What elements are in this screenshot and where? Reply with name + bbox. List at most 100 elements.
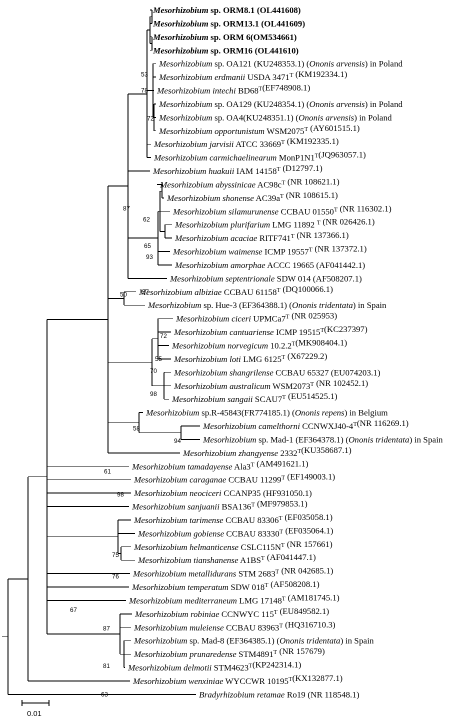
taxon-name: Mesorhizobium opportunistum [158, 126, 265, 136]
taxon-name: Mesorhizobium caraganae [133, 475, 226, 485]
type-strain-superscript: T [309, 248, 313, 254]
type-strain-superscript: T [282, 180, 286, 186]
strain-accession: CCNWXJ40-4 [300, 421, 354, 431]
strain-accession: sp. Mad-1 (EF364378.1) ( [256, 434, 348, 444]
label-tail: (AM181745.1) [286, 592, 340, 602]
type-strain-superscript: T [251, 503, 255, 509]
strain-accession: A1BS [238, 555, 261, 565]
taxon-name: Mesorhizobium neociceri [133, 488, 222, 498]
taxon-label: Mesorhizobium prunaredense STM4891T (NR … [133, 646, 325, 659]
type-strain-superscript: T [291, 234, 295, 240]
strain-accession: BD68 [236, 86, 259, 96]
taxon-name: Mesorhizobium mediterraneum [128, 595, 237, 605]
label-tail: ) in Spain [409, 434, 443, 444]
bootstrap-value: 65 [144, 243, 151, 250]
bootstrap-value: 98 [117, 491, 124, 498]
label-tail: (KX132877.1) [292, 673, 343, 683]
strain-accession: IAM 14158 [234, 166, 277, 176]
label-tail: (KC237397) [324, 324, 368, 334]
taxon-label: Mesorhizobium tianshanense A1BST (AF0414… [137, 552, 316, 565]
taxon-name: Mesorhizobium australicum [173, 381, 271, 391]
label-tail: (NR 102452.1) [314, 378, 368, 388]
label-tail: ) in Spain [340, 636, 374, 646]
taxon-name: Mesorhizobium norvegicum [171, 341, 268, 351]
strain-accession: STM 2683 [236, 569, 275, 579]
strain-accession: sp. ORM16 (OL441610) [208, 45, 298, 55]
strain-accession: STM4891 [236, 649, 273, 659]
taxon-name: Mesorhizobium sangaii [171, 394, 253, 404]
bootstrap-value: 76 [112, 573, 119, 580]
taxon-label: Mesorhizobium sp. Mad-1 (EF364378.1) (On… [202, 434, 443, 444]
taxon-name: Mesorhizobium ciceri [175, 314, 252, 324]
taxon-label: Mesorhizobium caraganae CCBAU 11299T (EF… [133, 472, 335, 485]
taxon-name: Mesorhizobium [133, 636, 187, 646]
taxon-name: Mesorhizobium metallidurans [132, 569, 237, 579]
label-tail: ) in Spain [353, 300, 387, 310]
taxon-label: Mesorhizobium sp. ORM8.1 (OL441608) [152, 5, 301, 15]
type-strain-superscript: T [275, 570, 279, 576]
bootstrap-value: 55 [155, 356, 162, 363]
taxon-name: Mesorhizobium waimense [172, 247, 263, 257]
bootstrap-value: 94 [174, 438, 181, 445]
type-strain-superscript: T [315, 154, 319, 160]
label-tail: (KU358687.1) [301, 445, 352, 455]
taxon-label: Mesorhizobium abyssinicae AC98cT (NR 108… [159, 176, 340, 189]
taxon-label: Mesorhizobium australicum WSM2073T (NR 1… [173, 378, 368, 391]
taxon-name: Mesorhizobium helmanticense [133, 542, 239, 552]
type-strain-superscript: T [279, 516, 283, 522]
bootstrap-value: 93 [146, 254, 153, 261]
taxon-label: Mesorhizobium shangrilense CCBAU 65327 (… [173, 367, 380, 377]
taxon-label: Mesorhizobium sp. OA121 (KU248353.1) (On… [158, 59, 403, 69]
label-tail: (NR 025953) [289, 311, 337, 321]
label-tail: (KM192335.1) [285, 136, 339, 146]
label-tail: (KP242314.1) [252, 660, 301, 670]
bootstrap-value: 50 [120, 292, 127, 299]
taxon-name: Bradyrhizobium retamae [199, 689, 285, 699]
taxon-label: Mesorhizobium sp. Mad-8 (EF364385.1) (On… [133, 636, 374, 646]
taxon-label: Mesorhizobium sp. OA4(KU248351.1) (Ononi… [158, 112, 393, 122]
strain-accession: sp. ORM8.1 (OL441608) [208, 5, 301, 15]
label-tail: (JQ963057.1) [318, 150, 366, 160]
strain-accession: CCBAU 65327 (EU074203.1) [273, 367, 380, 377]
label-tail: (NR 042685.1) [279, 566, 333, 576]
taxon-label: Mesorhizobium neociceri CCANP35 (HF93105… [133, 488, 312, 498]
taxon-name: Mesorhizobium [158, 112, 212, 122]
taxon-label: Mesorhizobium sp.R-45843(FR774185.1) (On… [145, 408, 388, 418]
label-tail: (EF748908.1) [262, 83, 310, 93]
type-strain-superscript: T [281, 140, 285, 146]
strain-accession: SDW 018 [229, 582, 265, 592]
taxon-label: Mesorhizobium jarvisii ATCC 33669T (KM19… [153, 136, 339, 149]
label-tail: (MF979853.1) [255, 499, 308, 509]
label-tail: (EU849582.1) [278, 606, 330, 616]
host-plant: Ononis arvensis [309, 99, 365, 109]
taxon-label: Mesorhizobium acaciae RITF741T (NR 13736… [174, 230, 349, 243]
strain-accession: sp. Hue-3 (EF364388.1) ( [201, 300, 292, 310]
taxon-label: Mesorhizobium mediterraneum LMG 17148T (… [128, 592, 340, 605]
strain-accession: sp. OA4(KU248351.1) ( [212, 112, 298, 122]
host-plant: Ononis tridentata [348, 434, 409, 444]
strain-accession: ICMP 19557 [262, 247, 309, 257]
strain-accession: CCBAU 83306 [223, 515, 279, 525]
taxon-name: Mesorhizobium tarimense [133, 515, 224, 525]
taxon-name: Mesorhizobium septentrionale [169, 273, 275, 283]
taxon-label: Mesorhizobium erdmanii USDA 3471T (KM192… [158, 69, 347, 82]
type-strain-superscript: T [261, 556, 265, 562]
taxon-label: Mesorhizobium norvegicum 10.2.2T(MK90840… [171, 338, 347, 351]
label-tail: ) in Poland [354, 112, 392, 122]
taxon-label: Mesorhizobium zhangyense 2332T(KU358687.… [182, 445, 352, 458]
strain-accession: UPMCa7 [251, 314, 286, 324]
taxon-label: Mesorhizobium carmichaelinearum MonP1N1T… [153, 150, 366, 163]
bootstrap-value: 87 [103, 626, 110, 633]
strain-accession: AC39a [254, 193, 280, 203]
type-strain-superscript: T [320, 328, 324, 334]
strain-accession: LMG 11892 [270, 220, 317, 230]
taxon-label: Mesorhizobium albiziae CCBAU 61158T (DQ1… [138, 284, 333, 297]
taxon-label: Mesorhizobium loti LMG 6125T (X67229.2) [173, 351, 327, 364]
type-strain-superscript: T [289, 677, 293, 683]
label-tail: (EF035064.1) [283, 525, 333, 535]
taxon-label: Mesorhizobium sp. Hue-3 (EF364388.1) (On… [147, 300, 387, 310]
taxon-name: Mesorhizobium [147, 300, 201, 310]
taxon-label: Mesorhizobium huakuii IAM 14158T (D12797… [152, 163, 323, 176]
type-strain-superscript: T [277, 167, 281, 173]
taxon-label: Mesorhizobium amorphae ACCC 19665 (AF041… [174, 260, 365, 270]
